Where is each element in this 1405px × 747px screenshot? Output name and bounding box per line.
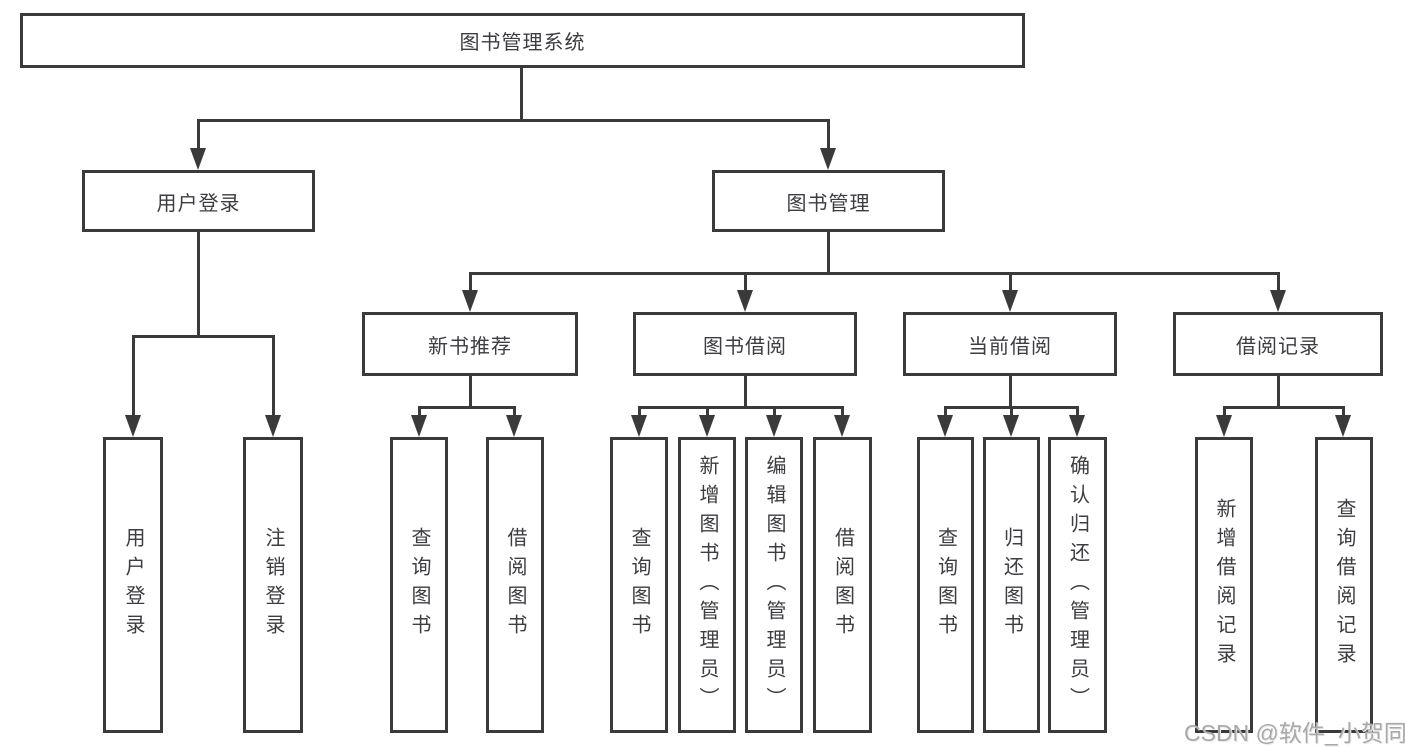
node-user-login-label: 用户登录 [156,192,241,215]
leaf-query-books-recommend-label: 查询图书 [408,527,430,643]
leaf-query-books-borrow-label: 查询图书 [628,527,650,643]
connector-line [197,119,200,150]
connector-line [132,335,135,418]
leaf-add-borrow-record-label: 新增借阅记录 [1213,498,1235,672]
connector-line [1076,406,1079,419]
connector-line [469,272,1280,275]
node-root: 图书管理系统 [20,13,1025,68]
leaf-query-books-recommend: 查询图书 [390,437,448,733]
leaf-user-login: 用户登录 [103,437,163,733]
node-current-borrow-label: 当前借阅 [968,335,1052,358]
arrowhead-down-icon [937,415,953,437]
node-borrow-records: 借阅记录 [1173,312,1383,376]
connector-line [469,376,472,409]
node-new-book-recommend: 新书推荐 [362,312,578,376]
leaf-borrow-books-borrow-label: 借阅图书 [831,527,854,643]
node-book-management-label: 图书管理 [786,192,871,215]
leaf-logout: 注销登录 [243,437,303,733]
leaf-edit-book-admin-label: 编辑图书（管理员） [763,454,785,716]
arrowhead-down-icon [631,415,647,437]
connector-line [638,406,641,419]
node-book-borrow: 图书借阅 [633,312,857,376]
arrowhead-down-icon [190,148,206,170]
connector-line [272,335,275,418]
arrowhead-down-icon [265,415,281,437]
connector-line [1223,406,1345,409]
node-borrow-records-label: 借阅记录 [1236,335,1320,358]
arrowhead-down-icon [125,415,141,437]
connector-line [418,406,516,409]
arrowhead-down-icon [462,290,478,312]
node-book-borrow-label: 图书借阅 [703,335,787,358]
connector-line [197,232,200,338]
connector-line [827,119,830,150]
leaf-borrow-books-recommend-label: 借阅图书 [504,527,526,643]
arrowhead-down-icon [737,290,753,312]
leaf-add-book-admin-label: 新增图书（管理员） [696,454,718,716]
arrowhead-down-icon [1216,415,1232,437]
leaf-logout-label: 注销登录 [262,527,284,643]
leaf-add-borrow-record: 新增借阅记录 [1195,437,1253,733]
connector-line [197,119,830,122]
connector-line [841,406,844,419]
leaf-query-borrow-record: 查询借阅记录 [1315,437,1373,733]
leaf-return-book-label: 归还图书 [1000,527,1023,643]
leaf-user-login-label: 用户登录 [122,527,144,643]
node-user-login: 用户登录 [82,170,315,232]
leaf-query-borrow-record-label: 查询借阅记录 [1333,498,1355,672]
node-book-management: 图书管理 [712,170,945,232]
arrowhead-down-icon [834,415,850,437]
node-new-book-recommend-label: 新书推荐 [428,335,512,358]
connector-line [1342,406,1345,419]
leaf-return-book: 归还图书 [983,437,1040,733]
connector-line [1277,376,1280,409]
connector-line [469,272,472,294]
connector-line [706,406,709,419]
leaf-query-books-current: 查询图书 [917,437,974,733]
connector-line [520,68,523,121]
leaf-confirm-return-admin-label: 确认归还（管理员） [1066,454,1089,716]
arrowhead-down-icon [506,415,522,437]
arrowhead-down-icon [699,415,715,437]
connector-line [744,376,747,409]
arrowhead-down-icon [1003,415,1019,437]
leaf-borrow-books-borrow: 借阅图书 [813,437,872,733]
connector-line [1009,376,1012,409]
leaf-borrow-books-recommend: 借阅图书 [486,437,544,733]
arrowhead-down-icon [1002,290,1018,312]
csdn-watermark: CSDN @软件_小贺同学 [1184,720,1405,746]
arrowhead-down-icon [1069,415,1085,437]
arrowhead-down-icon [820,148,836,170]
connector-line [513,406,516,419]
arrowhead-down-icon [766,415,782,437]
arrowhead-down-icon [411,415,427,437]
arrowhead-down-icon [1270,290,1286,312]
node-root-label: 图书管理系统 [459,32,586,54]
leaf-edit-book-admin: 编辑图书（管理员） [745,437,803,733]
connector-line [418,406,421,419]
leaf-confirm-return-admin: 确认归还（管理员） [1048,437,1107,733]
connector-line [944,406,947,419]
node-current-borrow: 当前借阅 [903,312,1117,376]
arrowhead-down-icon [1335,415,1351,437]
connector-line [773,406,776,419]
connector-line [1009,272,1012,294]
connector-line [1277,272,1280,294]
connector-line [132,335,275,338]
connector-line [1223,406,1226,419]
connector-line [744,272,747,294]
connector-line [638,406,844,409]
leaf-add-book-admin: 新增图书（管理员） [678,437,736,733]
connector-line [827,232,830,275]
leaf-query-books-borrow: 查询图书 [610,437,668,733]
connector-line [1010,406,1013,419]
leaf-query-books-current-label: 查询图书 [934,527,957,643]
